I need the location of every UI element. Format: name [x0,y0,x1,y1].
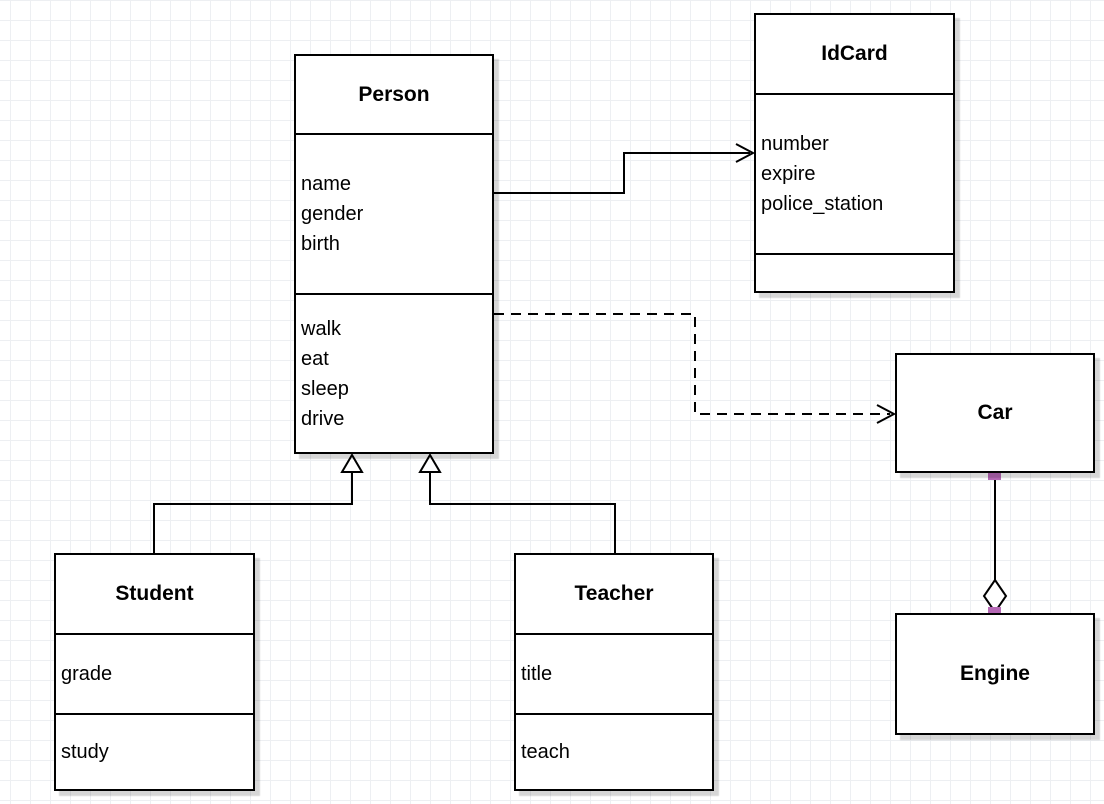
class-title: Student [115,582,194,605]
attribute: police_station [761,193,884,215]
method: eat [301,347,329,370]
class-title: Car [977,401,1013,424]
hollow-triangle-icon [418,453,442,473]
method: teach [521,741,570,763]
attribute: number [761,133,829,155]
edge-car-engine[interactable] [982,467,1008,620]
method: drive [301,407,345,430]
class-title: IdCard [821,42,888,65]
methods-compartment [756,253,953,291]
attribute: name [301,173,352,195]
attribute: title [521,663,553,685]
open-arrow-icon [876,404,897,424]
hollow-triangle-icon [340,453,364,473]
methods-compartment: walk eat sleep drive [296,293,492,452]
edge-person-car[interactable] [494,313,897,424]
class-title: Person [358,82,430,106]
attribute: grade [61,663,113,685]
class-car[interactable]: Car [895,353,1095,473]
attributes-compartment: title [516,633,712,713]
method: walk [301,317,342,340]
attributes-compartment: grade [56,633,253,713]
class-idcard[interactable]: IdCard number expire police_station [754,13,955,293]
class-teacher[interactable]: Teacher title teach [514,553,714,791]
attribute: gender [301,203,364,225]
class-engine[interactable]: Engine [895,613,1095,735]
class-title: Engine [959,662,1030,685]
method: study [61,741,109,763]
class-person[interactable]: Person name gender birth walk eat sleep … [294,54,494,454]
edge-student-person[interactable] [153,453,364,553]
method: sleep [301,377,349,400]
methods-compartment: teach [516,713,712,789]
edge-person-idcard[interactable] [494,143,756,194]
edge-teacher-person[interactable] [418,453,616,553]
class-student[interactable]: Student grade study [54,553,255,791]
attributes-compartment: number expire police_station [756,93,953,253]
methods-compartment: study [56,713,253,789]
class-title: Teacher [574,582,654,605]
attribute: birth [301,233,340,255]
attributes-compartment: name gender birth [296,133,492,293]
open-arrow-icon [735,143,756,163]
attribute: expire [761,163,816,185]
